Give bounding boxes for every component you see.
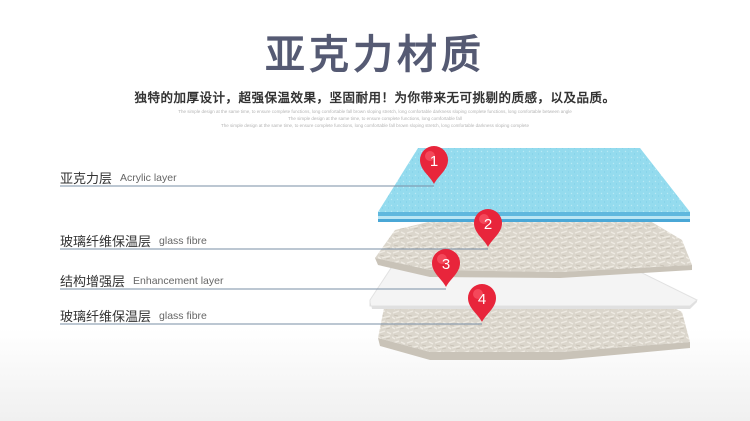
- pin-number: 2: [484, 216, 492, 233]
- page-subtitle: 独特的加厚设计，超强保温效果，坚固耐用！为你带来无可挑剔的质感，以及品质。: [134, 90, 616, 105]
- fine-print-line: The simple design at the same time, to e…: [178, 109, 572, 114]
- pin-number: 1: [430, 153, 438, 170]
- pin-4: 4: [468, 284, 496, 322]
- fine-print-line: The simple design at the same time, to e…: [288, 116, 462, 121]
- layer-label-1: 亚克力层 Acrylic layer: [60, 167, 177, 188]
- pin-2: 2: [474, 209, 502, 247]
- layer-label-cn: 玻璃纤维保温层: [60, 235, 152, 250]
- pin-number: 4: [478, 291, 486, 308]
- page-title: 亚克力材质: [265, 31, 485, 78]
- layer-label-cn: 亚克力层: [60, 172, 113, 187]
- pin-number: 3: [442, 256, 450, 273]
- layer-label-en: Acrylic layer: [120, 171, 177, 184]
- layer-label-3: 结构增强层 Enhancement layer: [60, 270, 224, 291]
- layer-label-en: Enhancement layer: [133, 274, 224, 287]
- guide-lines: [60, 185, 488, 325]
- layer-acrylic: [378, 148, 690, 222]
- pin-3: 3: [432, 249, 460, 287]
- layer-label-2: 玻璃纤维保温层 glass fibre: [60, 230, 207, 251]
- fine-print-line: The simple design at the same time, to e…: [221, 123, 529, 128]
- layer-label-cn: 玻璃纤维保温层: [60, 310, 152, 325]
- pin-1: 1: [420, 146, 448, 184]
- layer-label-en: glass fibre: [159, 234, 207, 247]
- layer-label-cn: 结构增强层: [60, 275, 126, 290]
- layer-label-en: glass fibre: [159, 309, 207, 322]
- layer-label-4: 玻璃纤维保温层 glass fibre: [60, 305, 207, 326]
